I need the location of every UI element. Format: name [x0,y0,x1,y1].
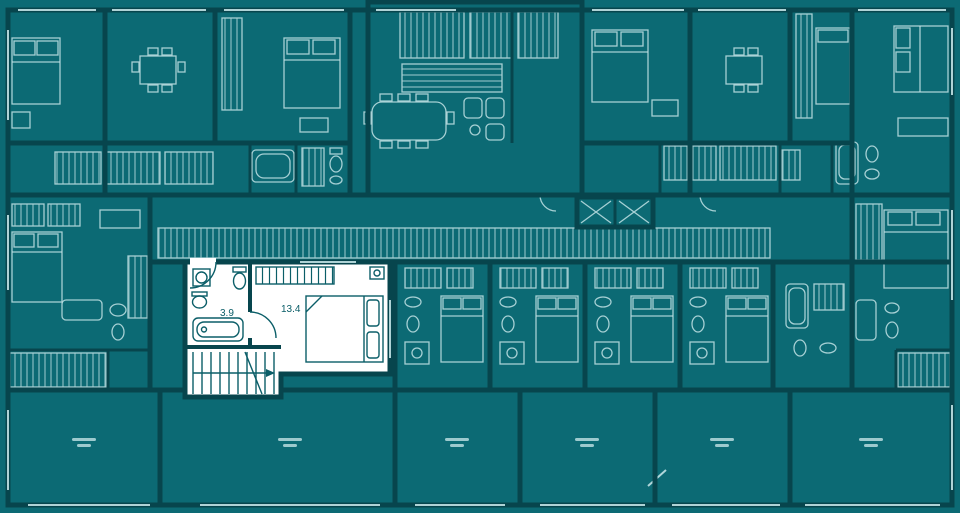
closet-icon [781,149,801,181]
windows [7,9,953,506]
kitchen-cabinets-icon [469,11,513,59]
elevator-core [574,194,656,230]
toilet-icon [232,266,247,290]
dining-table-icon [725,47,763,93]
wardrobe-icon [127,255,149,319]
bed-icon [305,295,384,363]
bathtub-icon [192,317,244,342]
side-table-icon [651,99,679,117]
wardrobe-icon [795,13,813,119]
closet-icon [855,203,883,261]
nightstand-icon [369,266,385,280]
washer-icon [192,268,211,287]
bed-icon [283,37,341,109]
unit-inner-walls [185,264,281,349]
side-table-icon [11,111,31,129]
closet-icon [301,147,325,187]
entry-door-swing-icon [189,261,217,289]
studio-unit [594,267,674,365]
bed-icon [11,231,63,303]
side-table-icon [299,117,329,133]
wardrobe-icon [221,17,243,111]
bathroom-door-swing-icon [249,311,277,339]
stairs [192,351,275,395]
corridor-storage-lockers [157,227,771,259]
bed-icon [591,29,649,103]
counter-icon [401,63,503,93]
dining-table-icon [131,47,186,93]
closet-icon [11,203,45,227]
closet-icon [47,203,81,227]
studio-unit [404,267,484,365]
bathroom-fixtures [61,299,127,341]
stairs-break-line [244,351,263,395]
sofa-icon [897,117,949,137]
apartments-linework [9,11,951,487]
closet-icon [105,151,161,185]
sink-icon [191,291,208,309]
bathtub-icon [251,149,295,183]
studio-unit [499,267,579,365]
kitchen-cabinets-icon [399,11,465,59]
shelving-icon [517,11,559,59]
toilet-icon [329,147,343,185]
entry-door-gap [190,258,216,266]
studio-unit [689,267,769,365]
walls [5,0,955,508]
bed-icon [11,37,61,105]
dining-table-icon [363,93,455,149]
closet-icon [164,151,214,185]
bed-icon [893,25,949,93]
armchairs-icon [463,97,505,141]
highlighted-unit[interactable]: 3.9 13.4 [182,258,393,400]
closet-icon [719,145,777,181]
toilet-icon [864,145,880,180]
balcony-hatch [9,352,107,388]
unit-windows [300,261,391,358]
living-area-label: 13.4 [281,304,301,315]
bathroom-fixtures [785,283,845,357]
bed-icon [883,209,949,289]
bathroom-fixtures [855,299,900,341]
storage-room-label-marks [72,438,883,447]
wardrobe-icon [255,266,335,285]
desk-icon [99,209,141,229]
bathroom-area-label: 3.9 [220,308,234,319]
balcony-hatch [897,352,951,388]
elevator-icon [580,200,650,224]
closet-icon [54,151,102,185]
